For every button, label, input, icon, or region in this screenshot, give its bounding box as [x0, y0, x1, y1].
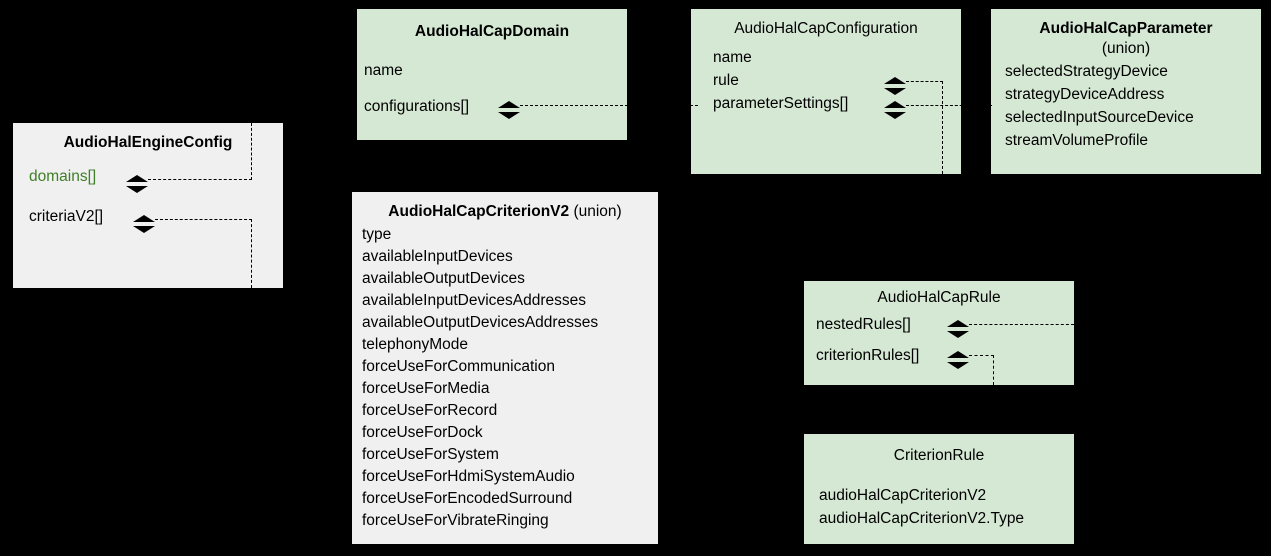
composition-diamond-criterionrules	[947, 351, 969, 369]
attribute-selectedstrategydevice: selectedStrategyDevice	[1005, 63, 1168, 80]
connector-nestedrules-horizontal	[969, 324, 1074, 325]
attribute-configurations: configurations[]	[364, 98, 470, 115]
attribute-name: name	[713, 49, 752, 66]
connector-criteriav2-horizontal	[155, 219, 252, 220]
class-box-criterion-rule[interactable]: CriterionRule audioHalCapCriterionV2 aud…	[804, 434, 1074, 544]
class-stereotype-audio-hal-cap-parameter: (union)	[1101, 40, 1151, 57]
attribute-forceuseformedia: forceUseForMedia	[362, 380, 490, 397]
composition-diamond-nestedrules	[947, 320, 969, 338]
attribute-criterionrules: criterionRules[]	[816, 347, 920, 364]
attribute-availableinputdevices: availableInputDevices	[362, 248, 513, 265]
composition-diamond-parametersettings	[884, 101, 906, 119]
class-box-audio-hal-engine-config[interactable]: AudioHalEngineConfig domains[] criteriaV…	[13, 123, 283, 288]
attribute-forceuseforhdmisystemaudio: forceUseForHdmiSystemAudio	[362, 468, 575, 485]
attribute-nestedrules: nestedRules[]	[816, 316, 911, 333]
connector-domains-horizontal	[148, 179, 252, 180]
class-title-audio-hal-engine-config: AudioHalEngineConfig	[63, 134, 233, 151]
attribute-forceuseforsystem: forceUseForSystem	[362, 446, 499, 463]
connector-rule-horizontal	[906, 81, 943, 82]
class-box-audio-hal-cap-parameter[interactable]: AudioHalCapParameter (union) selectedStr…	[991, 9, 1261, 174]
class-title-text: AudioHalCapCriterionV2	[388, 203, 570, 220]
composition-diamond-configurations	[498, 101, 520, 119]
class-title-audio-hal-cap-configuration: AudioHalCapConfiguration	[734, 20, 918, 37]
attribute-forceusefordock: forceUseForDock	[362, 424, 483, 441]
attribute-strategydeviceaddress: strategyDeviceAddress	[1005, 86, 1165, 103]
attribute-forceuseforcommunication: forceUseForCommunication	[362, 358, 555, 375]
attribute-rule: rule	[713, 72, 739, 89]
attribute-type: type	[362, 226, 392, 243]
attribute-selectedinputsourcedevice: selectedInputSourceDevice	[1005, 109, 1194, 126]
attribute-availableoutputdevicesaddresses: availableOutputDevicesAddresses	[362, 314, 599, 331]
composition-diamond-criteriav2	[133, 215, 155, 233]
class-stereotype-text: (union)	[573, 203, 622, 220]
attribute-name: name	[364, 62, 403, 79]
connector-criteriav2-vertical	[251, 219, 252, 288]
attribute-domains: domains[]	[29, 168, 97, 185]
class-title-audio-hal-cap-rule: AudioHalCapRule	[877, 289, 1001, 306]
class-title-criterion-rule: CriterionRule	[893, 447, 985, 464]
class-title-audio-hal-cap-domain: AudioHalCapDomain	[414, 23, 570, 40]
class-title-audio-hal-cap-parameter: AudioHalCapParameter	[1039, 20, 1213, 37]
attribute-criteriav2: criteriaV2[]	[29, 208, 104, 225]
connector-criterionrules-horizontal	[969, 355, 994, 356]
attribute-availableoutputdevices: availableOutputDevices	[362, 270, 525, 287]
class-title-audio-hal-cap-criterion-v2: AudioHalCapCriterionV2 (union)	[352, 202, 658, 221]
connector-criterionrules-vertical	[993, 355, 994, 385]
connector-configurations-horizontal	[520, 105, 698, 106]
class-box-audio-hal-cap-rule[interactable]: AudioHalCapRule nestedRules[] criterionR…	[804, 281, 1074, 385]
composition-diamond-rule	[884, 77, 906, 95]
attribute-forceuseforvibrateringing: forceUseForVibrateRinging	[362, 512, 549, 529]
attribute-streamvolumeprofile: streamVolumeProfile	[1005, 132, 1149, 149]
class-box-audio-hal-cap-configuration[interactable]: AudioHalCapConfiguration name rule param…	[691, 9, 961, 174]
attribute-forceuseforencodedsurround: forceUseForEncodedSurround	[362, 490, 573, 507]
attribute-audiohalcapcriterionv2-type: audioHalCapCriterionV2.Type	[819, 510, 1025, 527]
composition-diamond-domains	[126, 175, 148, 193]
attribute-forceuseforrecord: forceUseForRecord	[362, 402, 498, 419]
attribute-telephonymode: telephonyMode	[362, 336, 468, 353]
connector-domains-vertical	[251, 123, 252, 180]
attribute-parametersettings: parameterSettings[]	[713, 95, 849, 112]
attribute-audiohalcapcriterionv2: audioHalCapCriterionV2	[819, 487, 987, 504]
class-box-audio-hal-cap-criterion-v2[interactable]: AudioHalCapCriterionV2 (union) type avai…	[352, 192, 658, 544]
class-box-audio-hal-cap-domain[interactable]: AudioHalCapDomain name configurations[]	[357, 9, 627, 140]
connector-parametersettings-horizontal	[906, 105, 992, 106]
attribute-availableinputdevicesaddresses: availableInputDevicesAddresses	[362, 292, 587, 309]
connector-rule-vertical	[942, 81, 943, 174]
